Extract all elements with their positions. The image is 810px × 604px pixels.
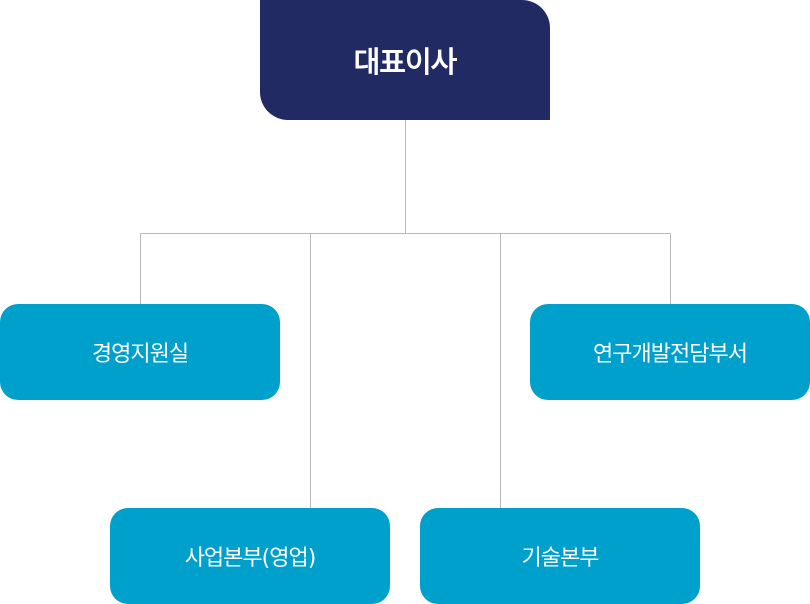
node-business-division: 사업본부(영업) (110, 508, 390, 604)
node-technology-division-label: 기술본부 (521, 546, 600, 571)
node-ceo-label: 대표이사 (353, 45, 458, 79)
node-business-division-label: 사업본부(영업) (184, 546, 317, 571)
node-rnd-department: 연구개발전담부서 (530, 304, 810, 400)
node-rnd-department-label: 연구개발전담부서 (593, 342, 748, 367)
node-management-support: 경영지원실 (0, 304, 280, 400)
node-technology-division: 기술본부 (420, 508, 700, 604)
node-management-support-label: 경영지원실 (91, 342, 189, 367)
node-ceo: 대표이사 (260, 0, 550, 120)
